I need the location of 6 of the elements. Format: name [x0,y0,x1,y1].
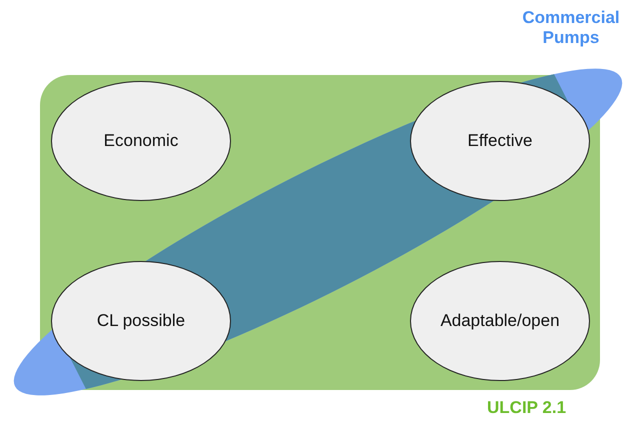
ellipse-label: Adaptable/open [439,310,561,332]
ellipse-label: Effective [466,130,534,152]
group-title: ULCIP 2.1 [487,398,566,418]
ellipse-label: Economic [102,130,180,152]
ellipse-label: CL possible [96,310,186,332]
group-title: Commercial Pumps [521,8,621,49]
